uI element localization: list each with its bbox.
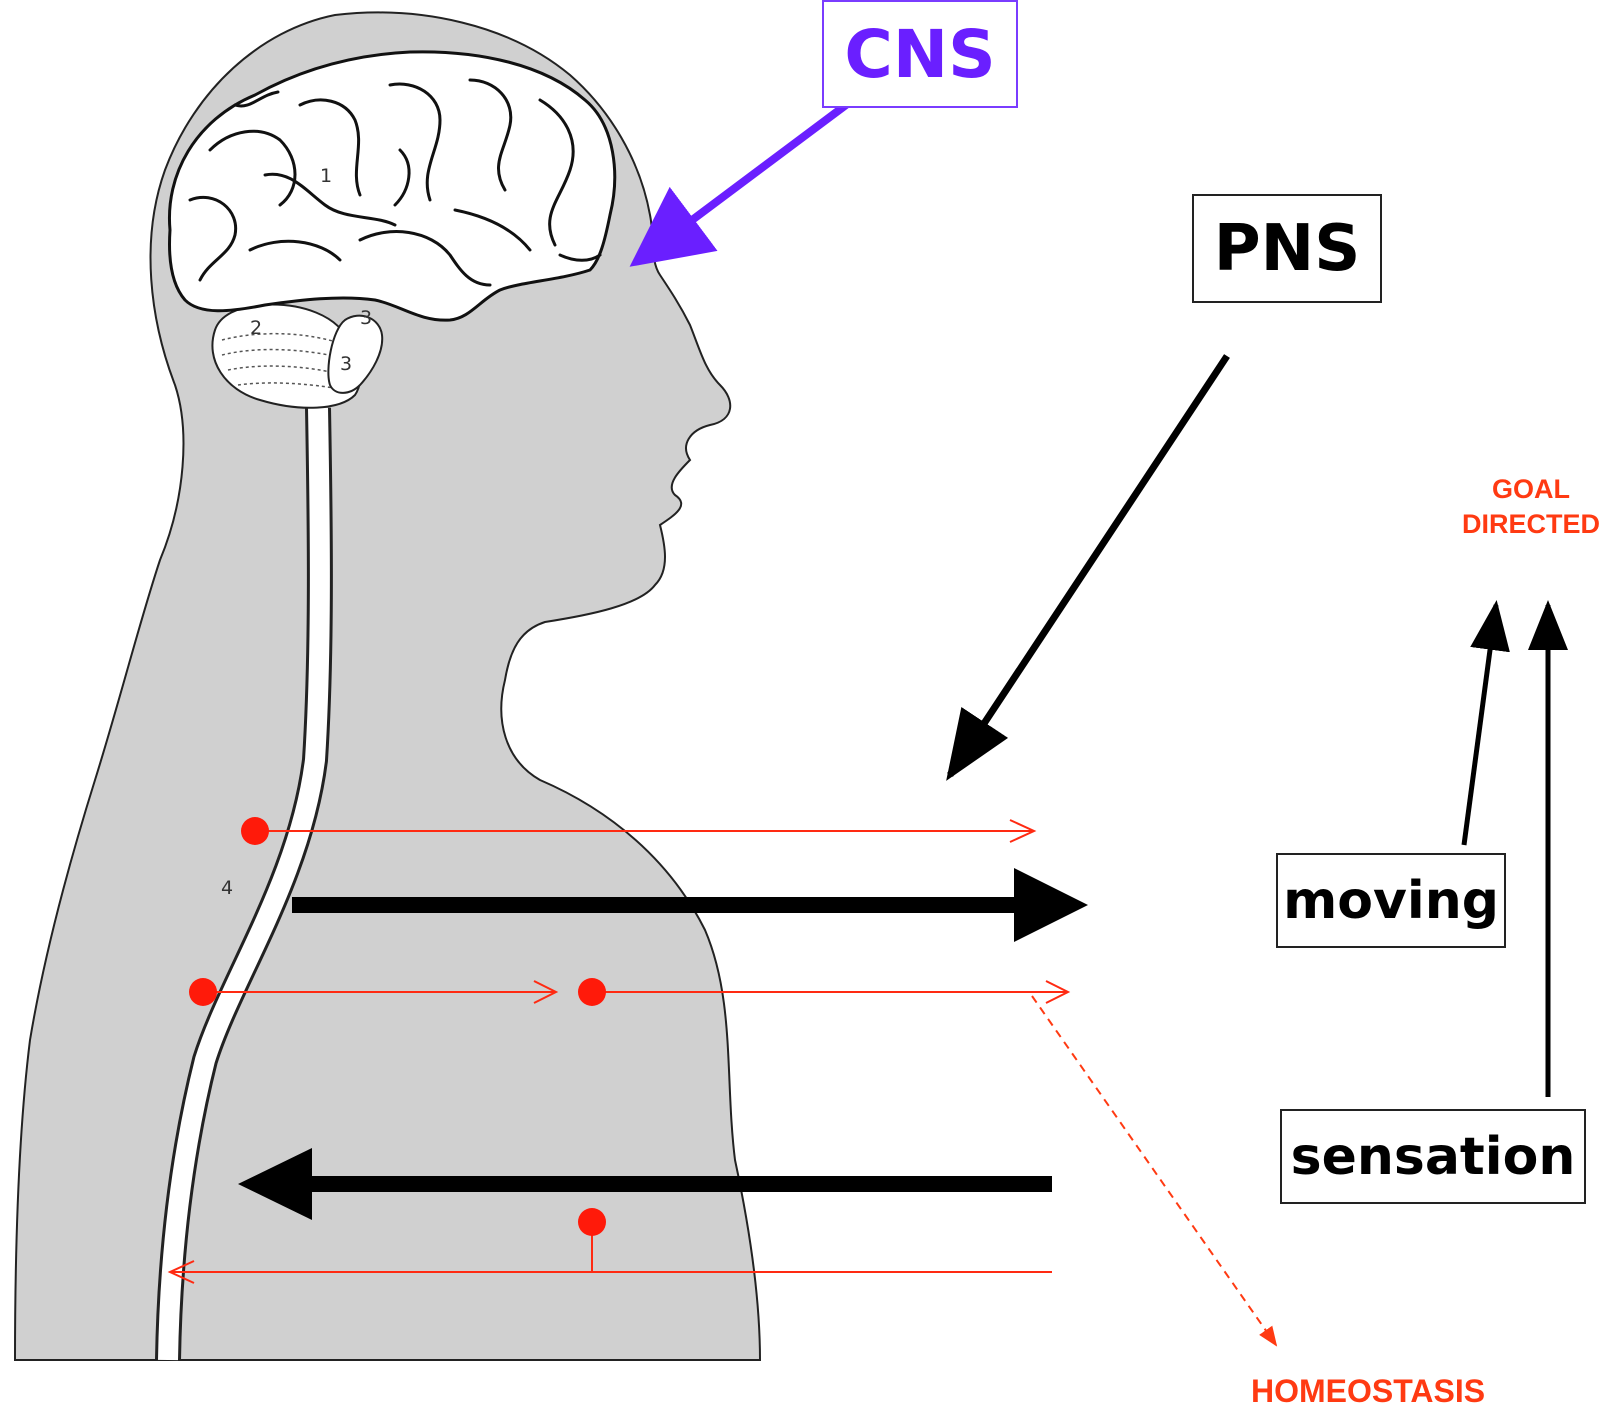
pns-label: PNS — [1192, 194, 1382, 303]
homeostasis-label: HOMEOSTASIS — [1218, 1373, 1518, 1410]
neuron-dot-middle-left — [189, 978, 217, 1006]
neuron-dot-bottom — [578, 1208, 606, 1236]
moving-label: moving — [1276, 853, 1506, 948]
neuron-dot-top — [241, 817, 269, 845]
goal-directed-line1: GOAL — [1440, 472, 1622, 507]
brain-number-3b: 3 — [340, 353, 352, 375]
brain-number-2: 2 — [250, 317, 262, 339]
cns-label: CNS — [822, 0, 1018, 108]
cns-arrow — [636, 90, 866, 262]
brain-number-1: 1 — [320, 165, 332, 187]
neuron-dot-middle-right — [578, 978, 606, 1006]
brain-number-3a: 3 — [360, 307, 372, 329]
pns-arrow — [950, 356, 1227, 775]
moving-up-arrow — [1464, 605, 1496, 845]
sensation-label: sensation — [1280, 1109, 1586, 1204]
homeostasis-dashed-arrow — [1032, 996, 1276, 1345]
goal-directed-line2: DIRECTED — [1440, 507, 1622, 542]
spinal-number-4: 4 — [221, 877, 233, 899]
goal-directed-label: GOAL DIRECTED — [1440, 472, 1622, 542]
